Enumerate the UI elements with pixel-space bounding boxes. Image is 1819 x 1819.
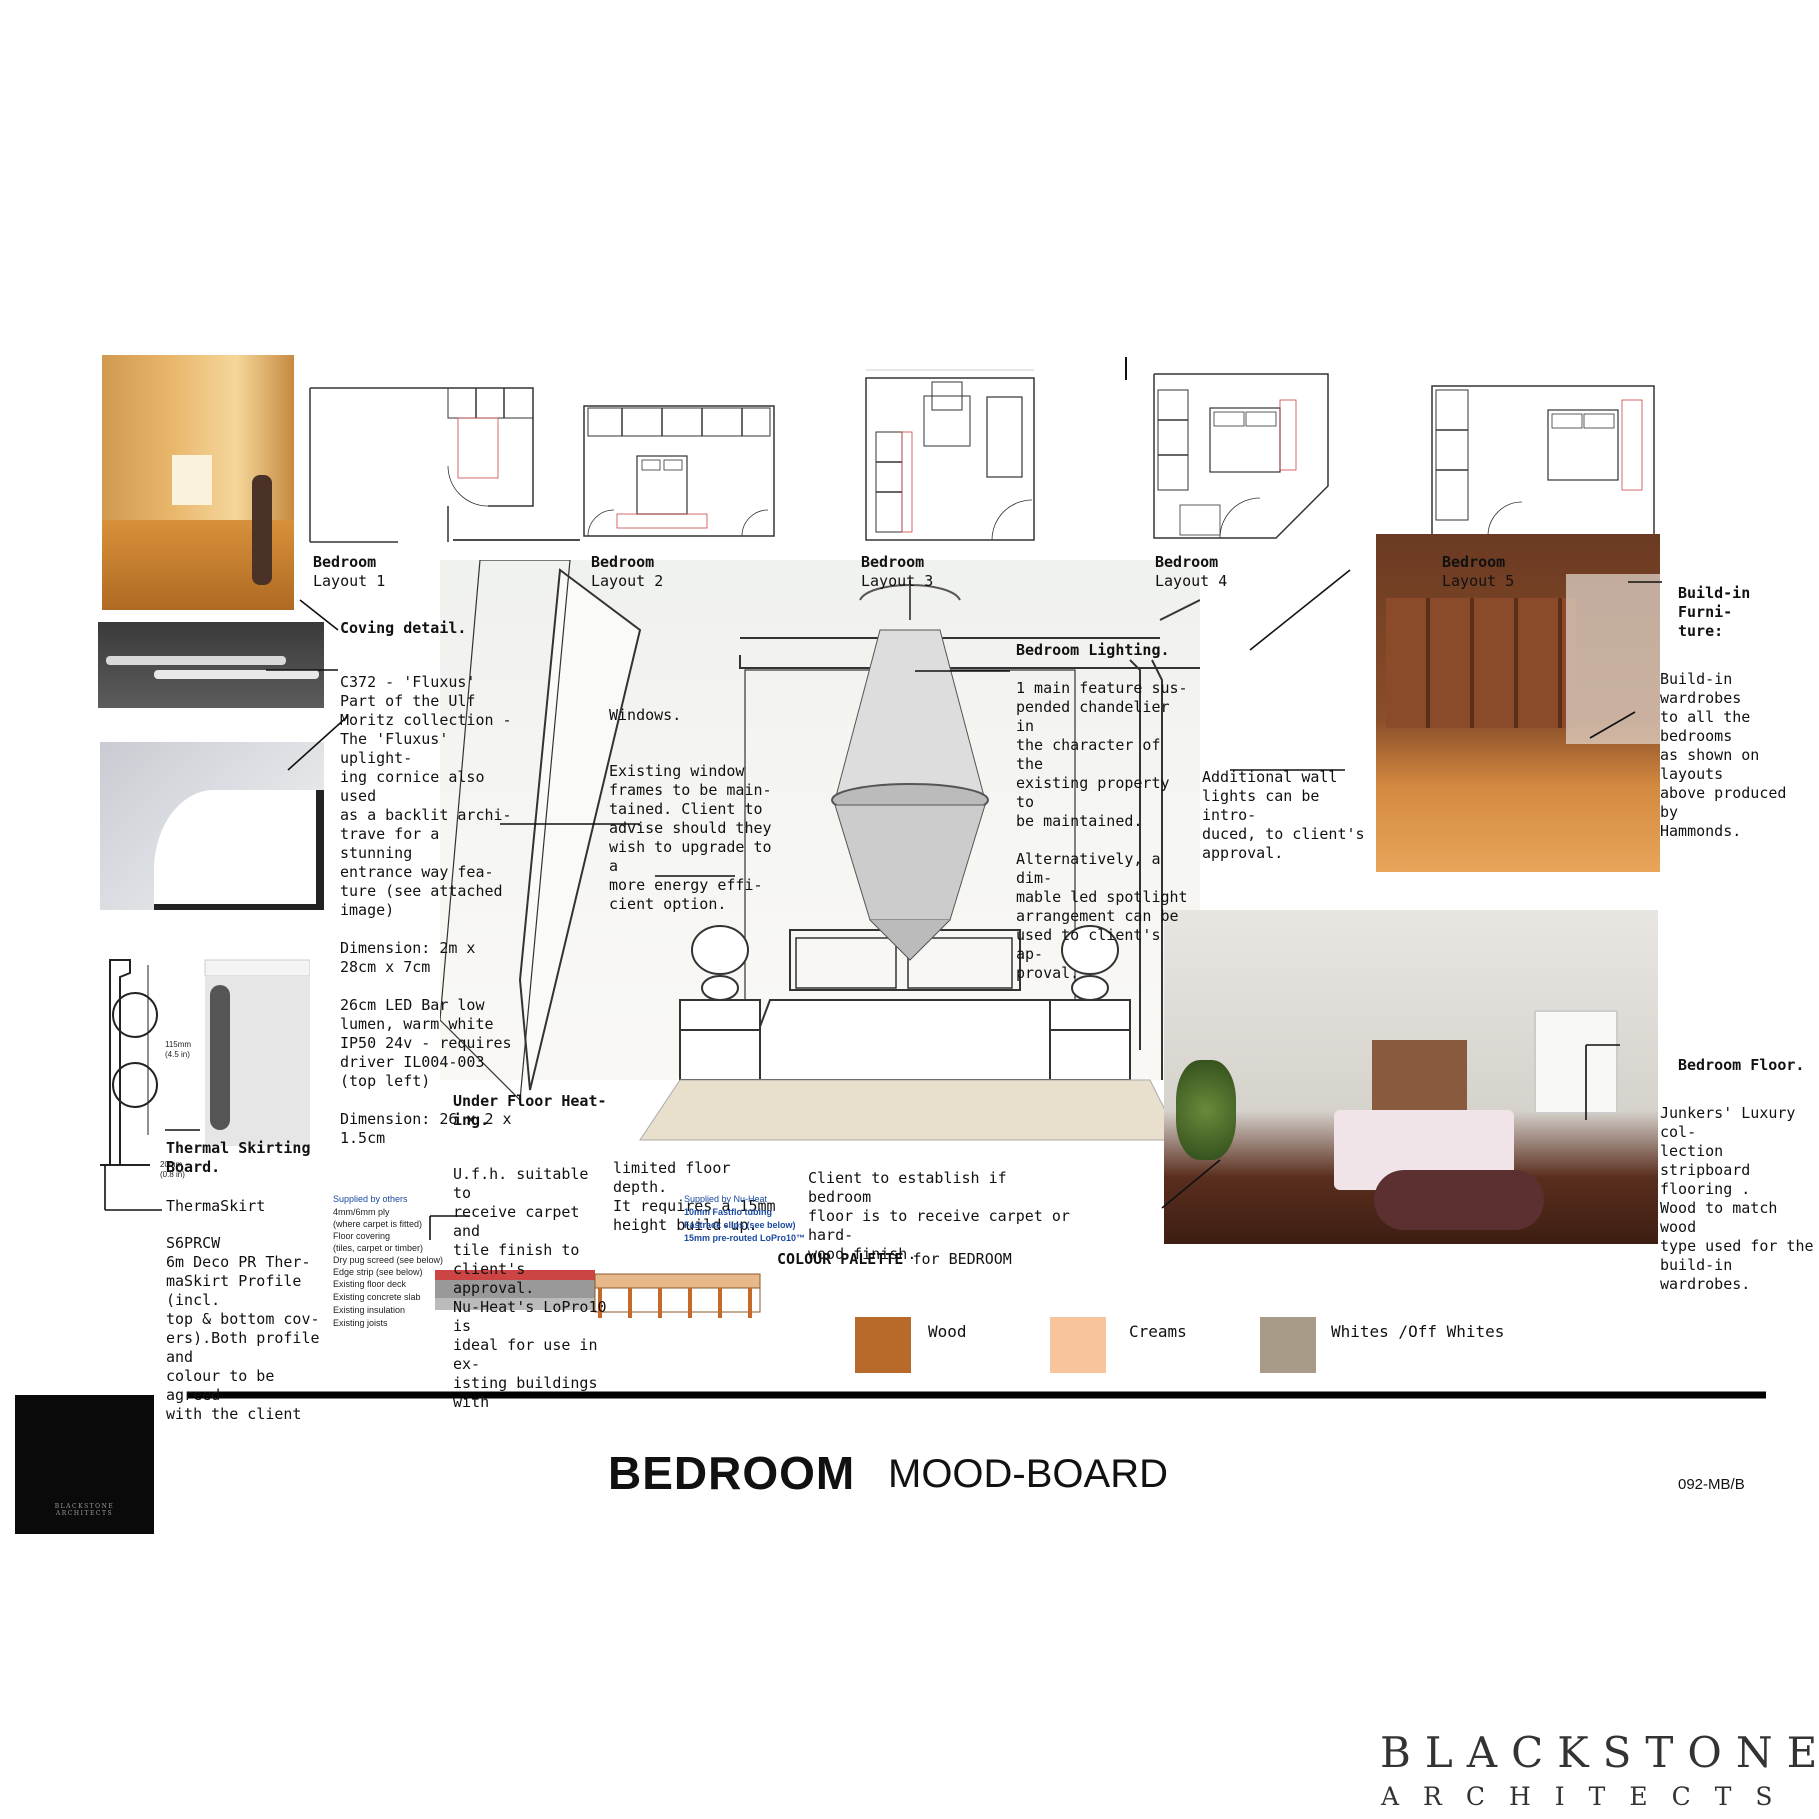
layout-5-sub: Layout 5 bbox=[1442, 572, 1515, 590]
layout-label-1: Bedroom Layout 1 bbox=[313, 553, 385, 591]
carpet-body: Client to establish if bedroom floor is … bbox=[808, 1169, 1070, 1263]
ufh-note: Under Floor Heat- ing. U.f.h. suitable t… bbox=[453, 1073, 613, 1431]
lighting-body: 1 main feature sus- pended chandelier in… bbox=[1016, 679, 1188, 982]
layout-label-5: Bedroom Layout 5 bbox=[1442, 553, 1514, 591]
bedroom-photo bbox=[1164, 910, 1658, 1244]
furniture-body: Build-in wardrobes to all the bedrooms a… bbox=[1660, 670, 1787, 840]
layout-4-title: Bedroom bbox=[1155, 553, 1219, 571]
brand-tagline: ARCHITECTS bbox=[1381, 1782, 1797, 1811]
carpet-note: Client to establish if bedroom floor is … bbox=[808, 1150, 1078, 1283]
page-subtitle: MOOD-BOARD bbox=[888, 1452, 1168, 1496]
skirting-body: S6PRCW 6m Deco PR Ther- maSkirt Profile … bbox=[166, 1234, 320, 1423]
ufh-right-labels: 10mm Fastflo tubing Fastrack clips (see … bbox=[684, 1207, 806, 1243]
page-title: BEDROOM bbox=[608, 1447, 856, 1499]
windows-note: Windows. Existing window frames to be ma… bbox=[609, 687, 784, 933]
lighting-note: Bedroom Lighting. 1 main feature sus- pe… bbox=[1016, 622, 1196, 1002]
swatch-creams-label: Creams bbox=[1129, 1322, 1187, 1341]
swatch-whites-label: Whites /Off Whites bbox=[1331, 1322, 1505, 1341]
palette-heading-bold: COLOUR PALETTE bbox=[777, 1250, 904, 1268]
coving-heading: Coving detail. bbox=[340, 619, 467, 637]
layout-5-title: Bedroom bbox=[1442, 553, 1506, 571]
layout-label-3: Bedroom Layout 3 bbox=[861, 553, 933, 591]
coving-body: C372 - 'Fluxus' Part of the Ulf Moritz c… bbox=[340, 673, 512, 1147]
ufh-heading: Under Floor Heat- ing. bbox=[453, 1092, 607, 1129]
floor-plan-layout-4 bbox=[1153, 373, 1329, 539]
layout-1-sub: Layout 1 bbox=[313, 572, 386, 590]
ufh-bottom-labels: Existing floor deck Existing concrete sl… bbox=[333, 1279, 421, 1328]
ufh-supplied-nuheat: Supplied by Nu-Heat bbox=[684, 1194, 768, 1204]
furniture-note: Build-in Furni- ture: Build-in wardrobes… bbox=[1660, 565, 1810, 860]
blackstone-logo-box: BLACKSTONE ARCHITECTS bbox=[15, 1395, 154, 1534]
ufh-cont-note: limited floor depth. It requires a 15mm … bbox=[613, 1140, 783, 1254]
skirting-brand: ThermaSkirt bbox=[166, 1197, 266, 1215]
layout-label-4: Bedroom Layout 4 bbox=[1155, 553, 1227, 591]
skirting-heading: Thermal Skirting Board. bbox=[166, 1139, 311, 1176]
cornice-profile-photo bbox=[100, 742, 324, 910]
layout-1-title: Bedroom bbox=[313, 553, 377, 571]
led-bar-photo bbox=[98, 622, 324, 708]
skirting-dim-115: 115mm (4.5 in) bbox=[165, 1040, 192, 1059]
windows-body: Existing window frames to be main- taine… bbox=[609, 762, 772, 913]
furniture-heading: Build-in Furni- ture: bbox=[1678, 584, 1751, 640]
wardrobe-photo bbox=[1376, 534, 1660, 872]
ufh-body: U.f.h. suitable to receive carpet and ti… bbox=[453, 1165, 607, 1411]
layout-3-sub: Layout 3 bbox=[861, 572, 934, 590]
bedroom-sketch bbox=[440, 560, 1200, 1141]
swatch-whites bbox=[1260, 1317, 1316, 1373]
floor-plan-layout-1 bbox=[309, 387, 534, 543]
floor-body: Junkers' Luxury col- lection stripboard … bbox=[1660, 1104, 1814, 1293]
drawing-ref: 092-MB/B bbox=[1678, 1476, 1745, 1493]
layout-2-title: Bedroom bbox=[591, 553, 655, 571]
layout-2-sub: Layout 2 bbox=[591, 572, 664, 590]
skirting-dim-20: 20mm (0.8 in) bbox=[160, 1160, 185, 1179]
windows-heading: Windows. bbox=[609, 706, 682, 724]
ufh-left-labels: 4mm/6mm ply (where carpet is fitted) Flo… bbox=[333, 1207, 444, 1277]
thermaskirt-profile-drawing bbox=[100, 959, 310, 1166]
coving-corridor-photo bbox=[102, 355, 294, 610]
palette-heading-rest: for BEDROOM bbox=[912, 1250, 1012, 1268]
swatch-wood-label: Wood bbox=[928, 1322, 967, 1341]
lighting-heading: Bedroom Lighting. bbox=[1016, 641, 1170, 659]
coving-note: Coving detail. C372 - 'Fluxus' Part of t… bbox=[340, 600, 515, 1167]
ufh-supplied-others: Supplied by others bbox=[333, 1194, 408, 1204]
palette-heading: COLOUR PALETTE for BEDROOM bbox=[777, 1250, 1012, 1268]
floor-plan-layout-5 bbox=[1431, 385, 1655, 537]
skirting-body-note: S6PRCW 6m Deco PR Ther- maSkirt Profile … bbox=[166, 1215, 336, 1443]
logo-box-text: BLACKSTONE ARCHITECTS bbox=[54, 1503, 115, 1517]
swatch-wood bbox=[855, 1317, 911, 1373]
floor-heading: Bedroom Floor. bbox=[1678, 1056, 1805, 1074]
floor-plan-layout-2 bbox=[583, 405, 775, 537]
floor-plan-layout-3 bbox=[865, 369, 1035, 541]
wall-lights-body: Additional wall lights can be intro- duc… bbox=[1202, 768, 1365, 862]
ufh-section-drawing bbox=[435, 1270, 761, 1318]
ufh-cont: limited floor depth. It requires a 15mm … bbox=[613, 1159, 776, 1234]
layout-label-2: Bedroom Layout 2 bbox=[591, 553, 663, 591]
brand-name: BLACKSTONE bbox=[1380, 1728, 1819, 1777]
floor-note: Bedroom Floor. Junkers' Luxury col- lect… bbox=[1660, 1037, 1815, 1313]
layout-4-sub: Layout 4 bbox=[1155, 572, 1228, 590]
layout-3-title: Bedroom bbox=[861, 553, 925, 571]
skirting-heading-note: Thermal Skirting Board. ThermaSkirt bbox=[166, 1120, 326, 1235]
swatch-creams bbox=[1050, 1317, 1106, 1373]
wall-lights-note: Additional wall lights can be intro- duc… bbox=[1202, 749, 1377, 882]
